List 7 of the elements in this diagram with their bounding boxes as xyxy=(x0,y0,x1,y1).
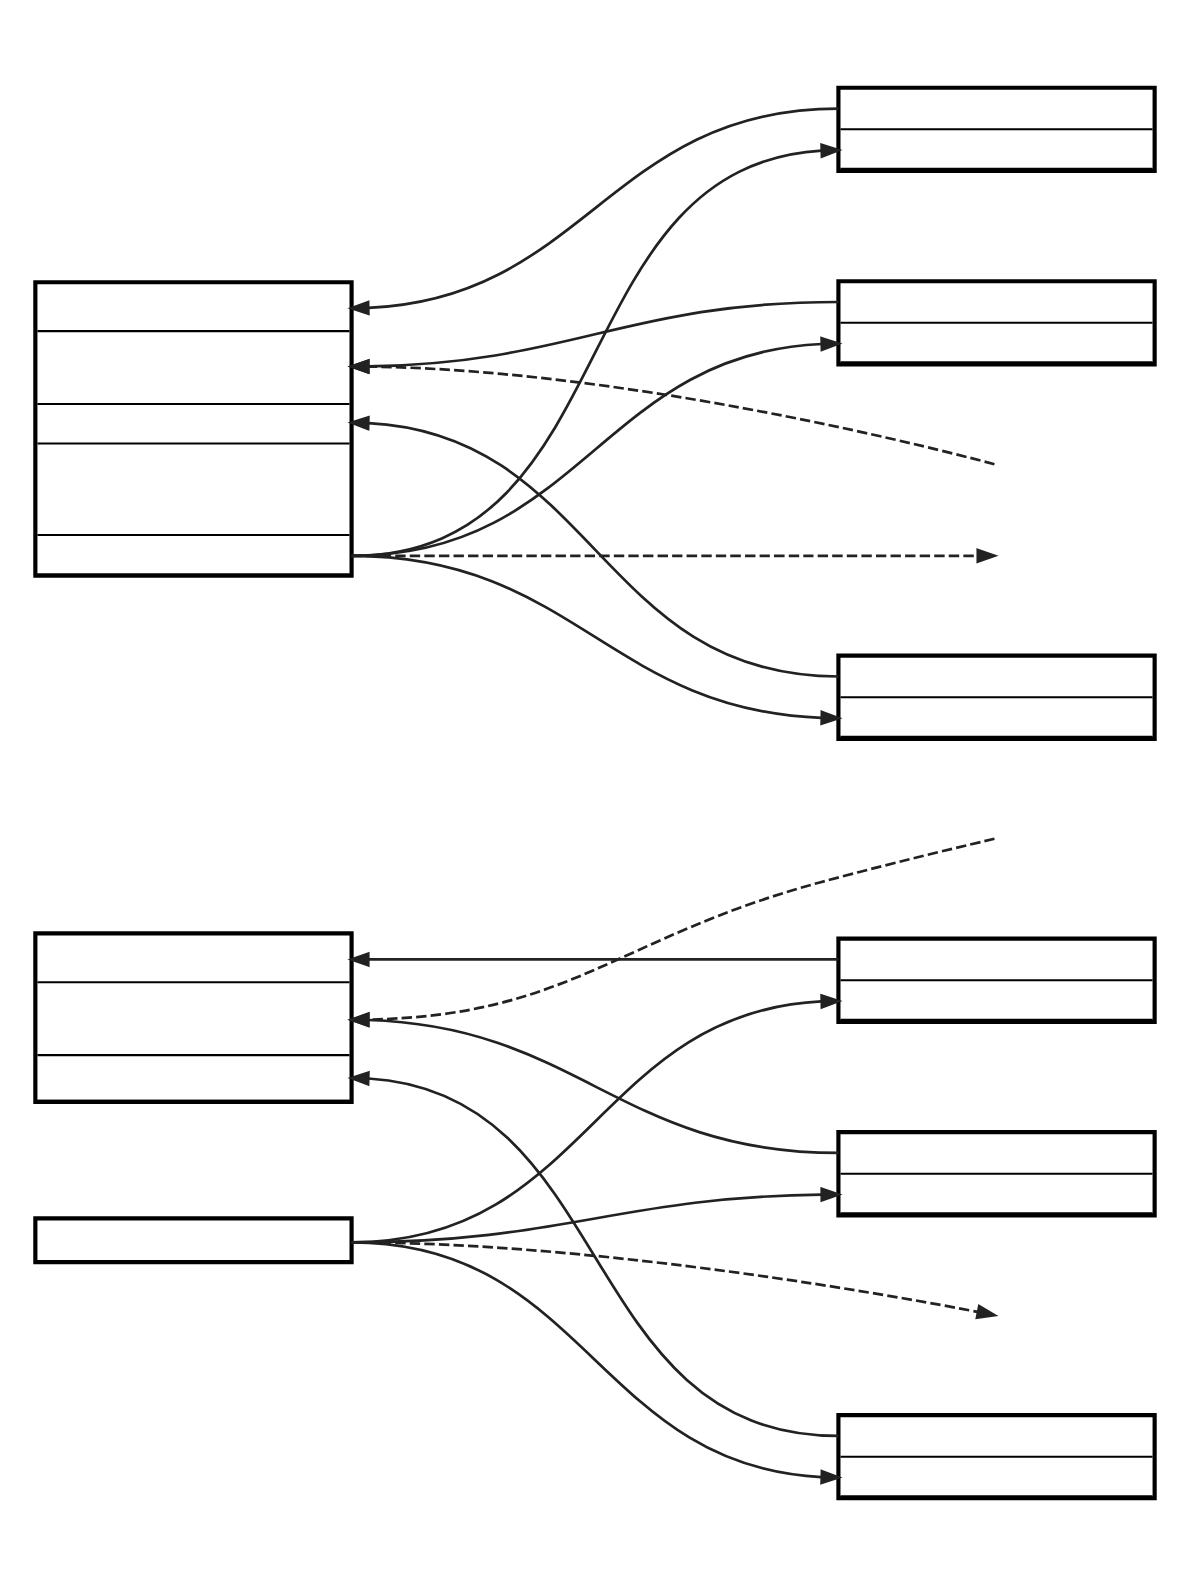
arrow xyxy=(351,548,999,564)
arrow xyxy=(347,300,839,375)
arrow xyxy=(347,415,839,678)
arrow xyxy=(347,1070,839,1438)
arrow xyxy=(347,358,995,466)
arrow xyxy=(347,107,839,316)
arrow xyxy=(347,951,839,968)
